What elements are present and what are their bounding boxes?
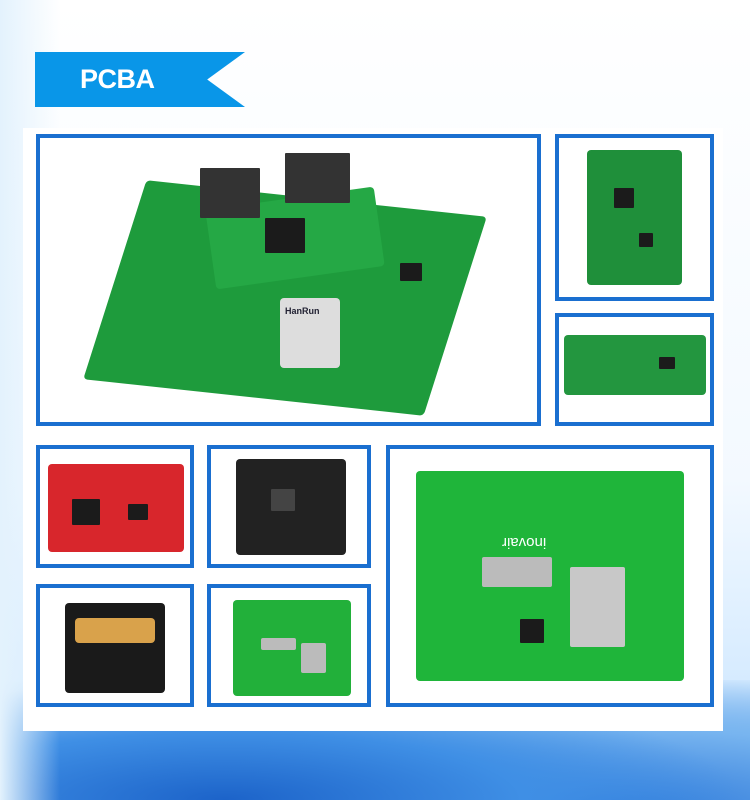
connector-label: HanRun [285, 306, 320, 316]
image-display-board: inovair [386, 445, 714, 707]
image-main-board: HanRun [36, 134, 541, 426]
image-vertical-board [555, 134, 714, 301]
image-red-board [36, 445, 194, 568]
image-black-board [207, 445, 371, 568]
banner-title: PCBA [80, 64, 155, 94]
brand-label: inovair [502, 534, 547, 551]
image-black-module [36, 584, 194, 707]
title-banner: PCBA [35, 52, 245, 107]
image-small-display-board [207, 584, 371, 707]
image-long-board [555, 313, 714, 426]
